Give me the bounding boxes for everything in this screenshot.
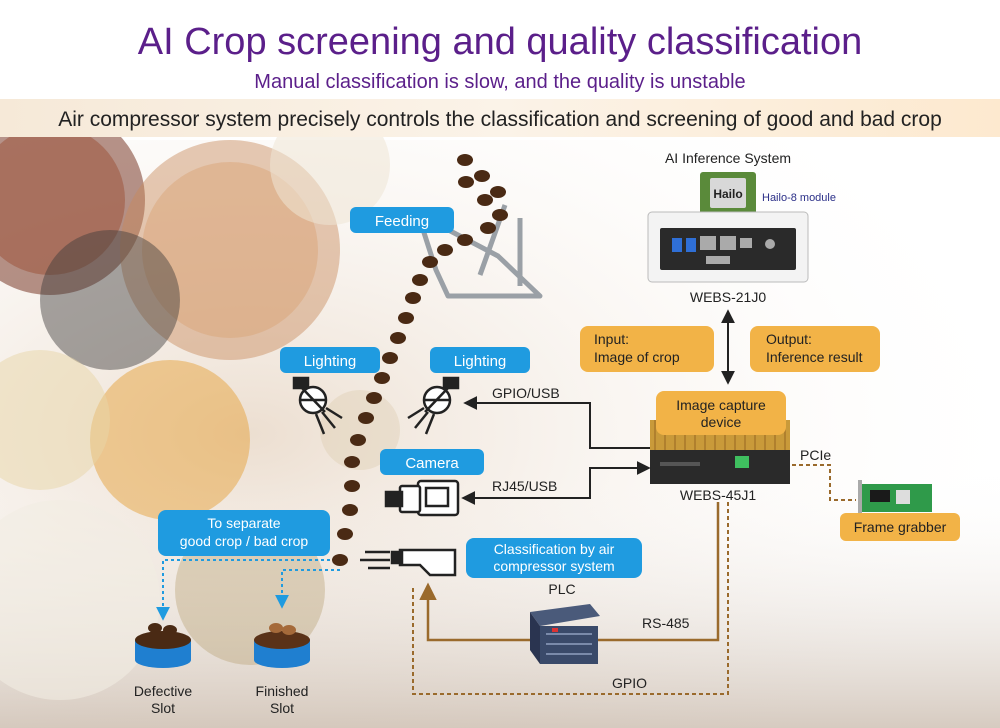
camera-icon (384, 479, 460, 517)
pcie-line (792, 464, 856, 501)
webs-21j0-label: WEBS-21J0 (690, 289, 766, 305)
gpio-usb-line (463, 396, 650, 449)
plc-device-icon (530, 604, 600, 664)
capture-badge (656, 391, 786, 435)
bean-stream (332, 154, 508, 566)
lighting-left-label: Lighting (304, 353, 357, 370)
webs-21j0-device-icon (647, 211, 809, 283)
defective-slot-label-line1: Defective (134, 683, 193, 699)
capture-label-line1: Image capture (676, 397, 766, 413)
finished-slot-label-line2: Slot (270, 700, 294, 716)
classification-label-line2: compressor system (493, 558, 614, 574)
rs485-line (592, 502, 720, 642)
finished-slot-label-line1: Finished (256, 683, 309, 699)
feeding-label: Feeding (375, 213, 429, 230)
gpio-label: GPIO (612, 675, 647, 691)
classification-badge (466, 538, 642, 578)
separate-badge (158, 510, 330, 556)
banner-text: Air compressor system precisely controls… (58, 108, 942, 131)
gpio-return-line (412, 502, 729, 695)
lighting-left-badge (280, 347, 380, 373)
output-badge (750, 326, 880, 372)
rj45-usb-label: RJ45/USB (492, 478, 557, 494)
pcie-label: PCIe (800, 447, 831, 463)
feeding-badge (350, 207, 454, 233)
air-nozzle-icon (360, 548, 457, 577)
output-label-line2: Inference result (766, 349, 863, 365)
output-label-line1: Output: (766, 331, 812, 347)
camera-label: Camera (405, 455, 459, 472)
rj45-usb-line (461, 461, 651, 505)
classification-label-line1: Classification by air (494, 541, 615, 557)
hailo-chip-icon (700, 172, 756, 216)
gpio-usb-label: GPIO/USB (492, 385, 560, 401)
defective-slot-icon (135, 623, 191, 668)
lighting-right-badge (430, 347, 530, 373)
lamp-left-icon (292, 376, 343, 435)
lamp-right-icon (407, 376, 460, 435)
inference-system-label: AI Inference System (665, 150, 791, 166)
webs-45j1-label: WEBS-45J1 (680, 487, 756, 503)
separate-label-line2: good crop / bad crop (180, 533, 309, 549)
capture-label-line2: device (701, 414, 742, 430)
background-photo (0, 105, 1000, 728)
lighting-right-label: Lighting (454, 353, 507, 370)
plc-to-nozzle-line (419, 582, 532, 642)
plc-label: PLC (548, 581, 575, 597)
hailo-module-label: Hailo-8 module (762, 192, 836, 204)
banner-background (0, 99, 1000, 137)
camera-badge (380, 449, 484, 475)
separation-arrows (156, 559, 340, 621)
separate-label-line1: To separate (207, 515, 280, 531)
hailo-chip-label: Hailo (713, 187, 742, 201)
defective-slot-label-line2: Slot (151, 700, 175, 716)
finished-slot-icon (254, 623, 310, 668)
page-subtitle: Manual classification is slow, and the q… (254, 71, 745, 93)
rs485-label: RS-485 (642, 615, 690, 631)
page-title: AI Crop screening and quality classifica… (138, 21, 863, 63)
input-label-line1: Input: (594, 331, 629, 347)
input-badge (580, 326, 714, 372)
frame-grabber-badge (840, 513, 960, 541)
input-label-line2: Image of crop (594, 349, 680, 365)
frame-grabber-card-icon (858, 480, 932, 516)
frame-grabber-label: Frame grabber (854, 519, 947, 535)
